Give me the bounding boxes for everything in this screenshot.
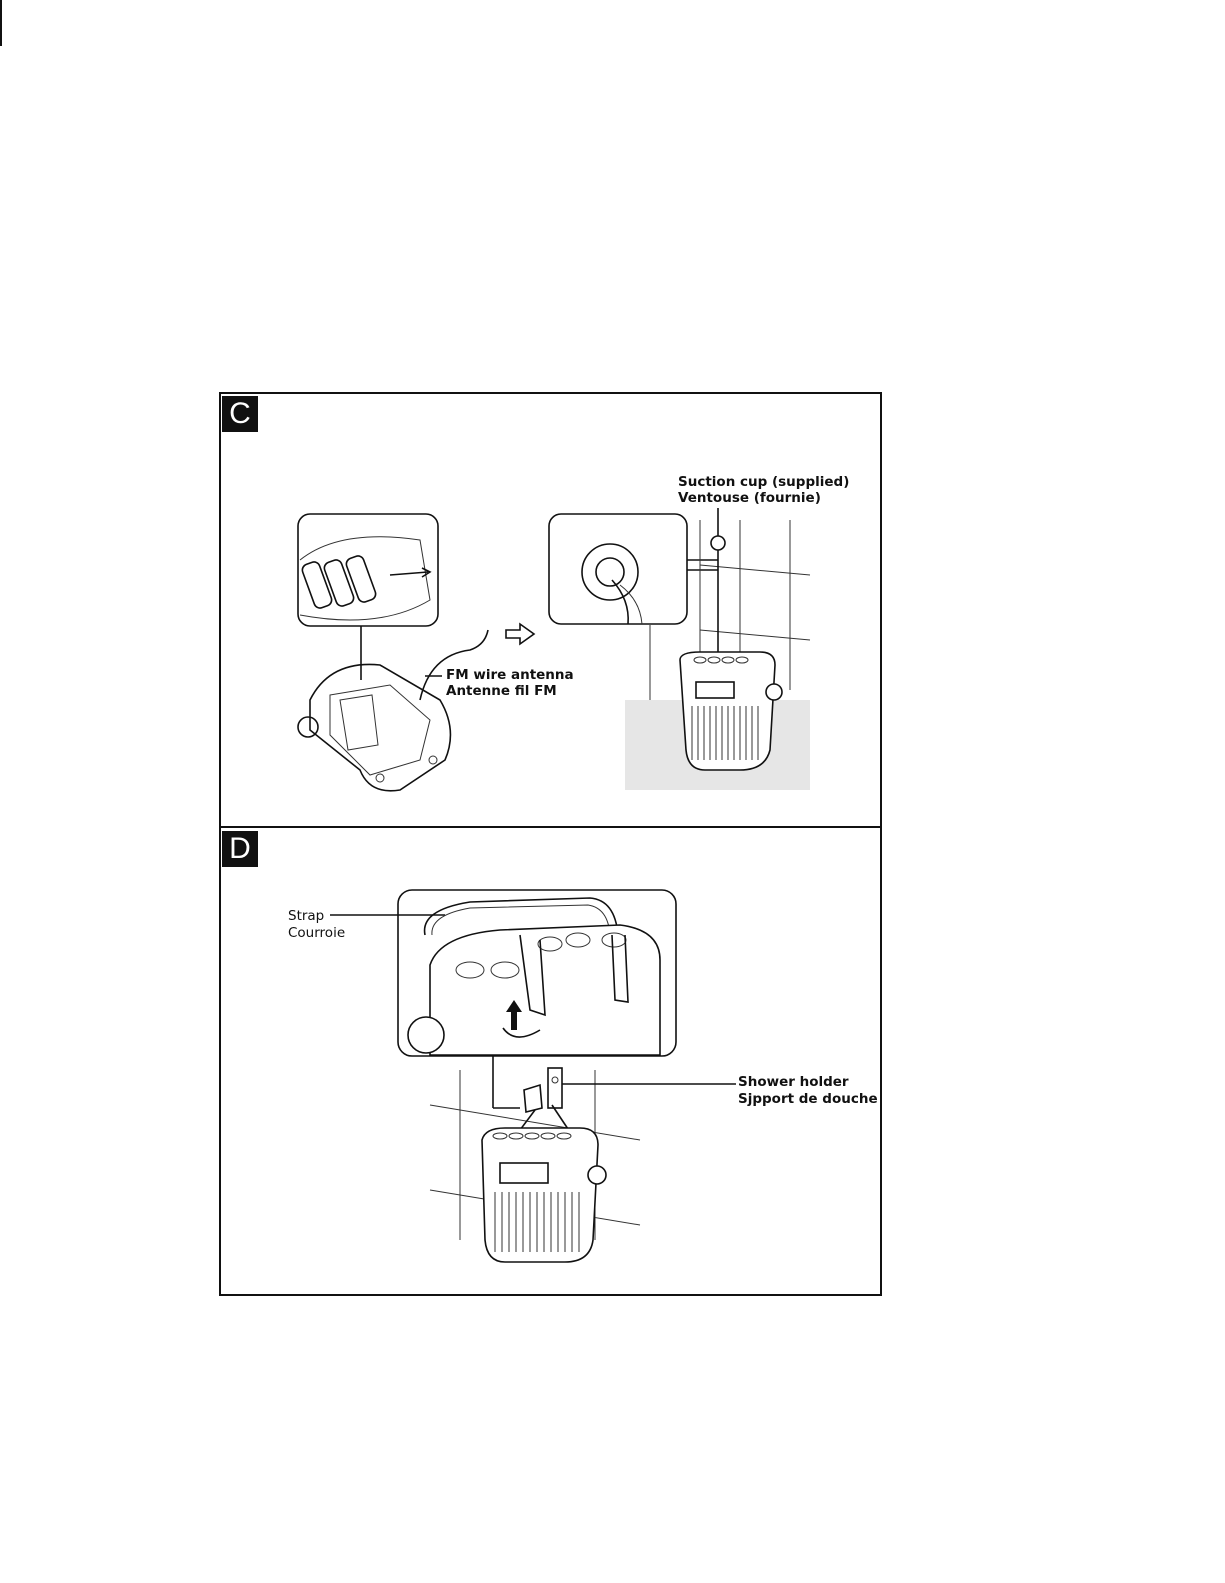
left-edge-mark: [0, 0, 2, 46]
